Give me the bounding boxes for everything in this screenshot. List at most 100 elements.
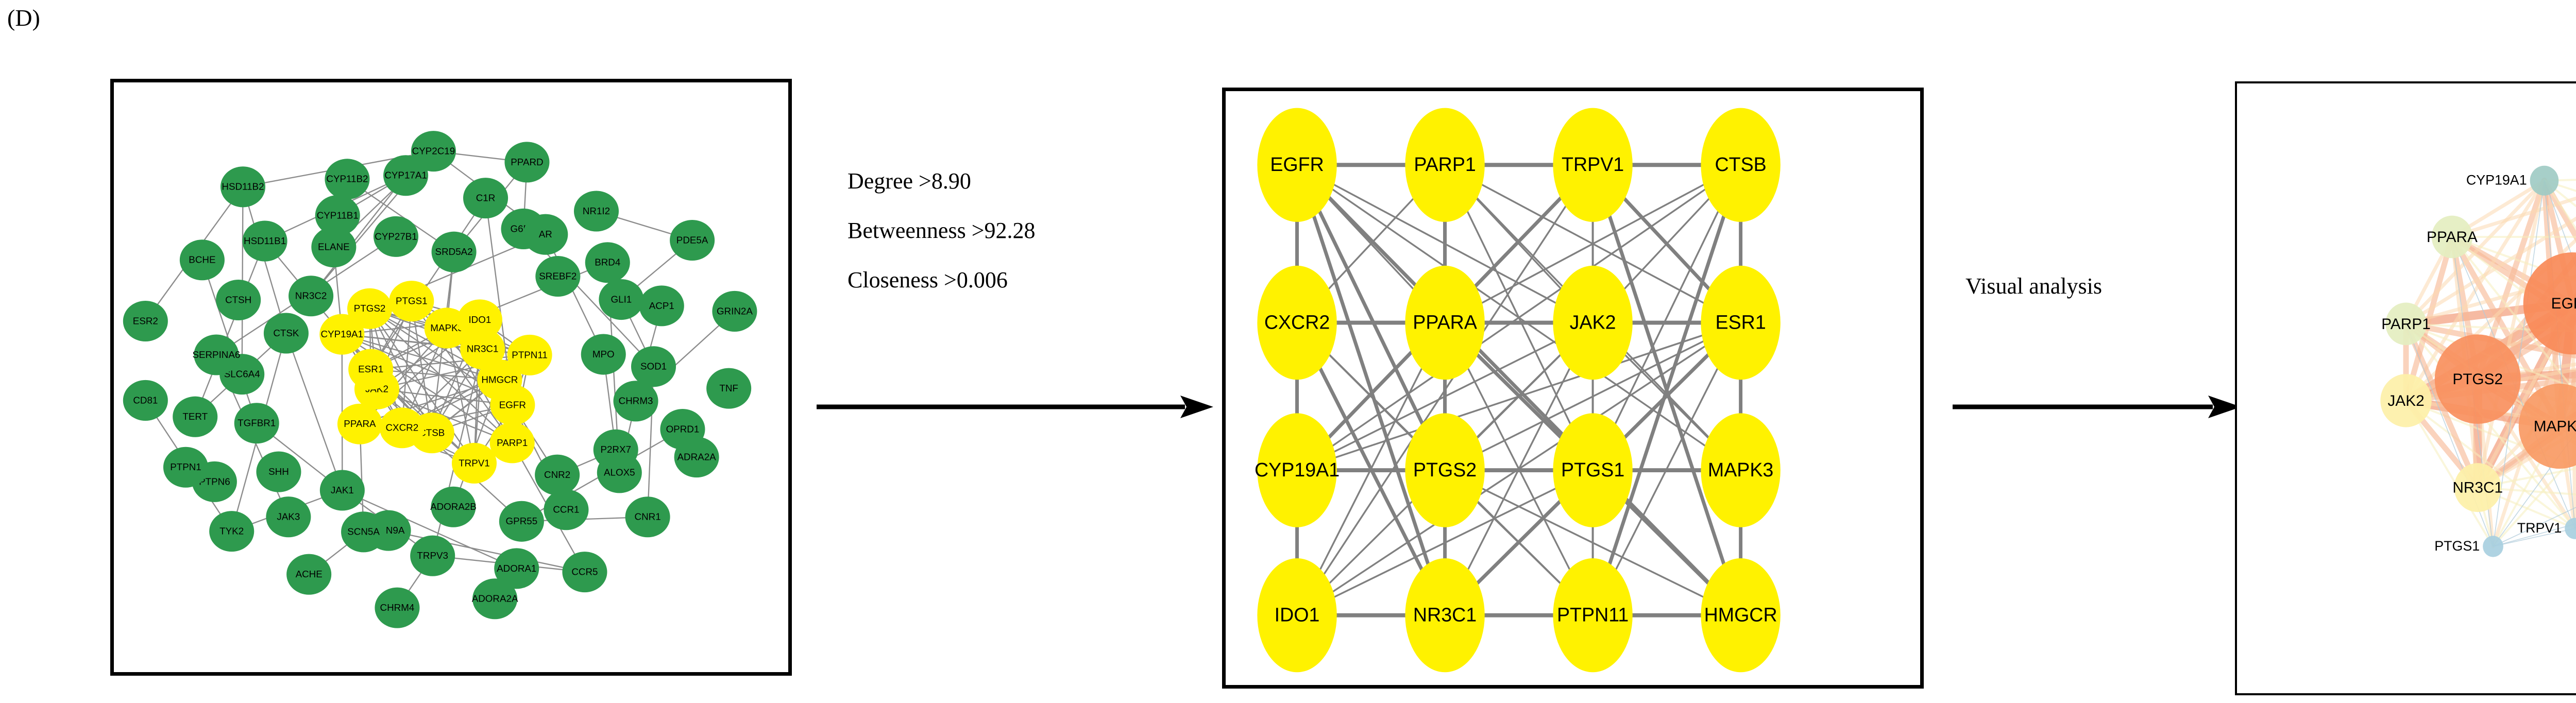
svg-text:CYP2C19: CYP2C19 — [412, 146, 455, 157]
svg-text:CCR5: CCR5 — [571, 567, 598, 577]
svg-text:TGFBR1: TGFBR1 — [238, 418, 276, 428]
ppi-node: TGFBR1 — [234, 403, 279, 444]
svg-text:C1R: C1R — [476, 193, 496, 203]
hub-node: PTGS1 — [1553, 413, 1633, 527]
svg-text:CYP17A1: CYP17A1 — [384, 170, 427, 181]
svg-text:MAPK3: MAPK3 — [1708, 459, 1773, 481]
svg-text:IDO1: IDO1 — [468, 314, 491, 325]
svg-text:PTGS1: PTGS1 — [2434, 538, 2480, 554]
vis-node: NR3C1 — [2452, 463, 2503, 512]
arrow-visual-analysis — [1953, 391, 2241, 422]
svg-text:HMGCR: HMGCR — [1704, 604, 1777, 626]
svg-text:PPARA: PPARA — [1413, 311, 1477, 333]
vis-node: EGFR — [2523, 252, 2576, 355]
ppi-node: TNF — [706, 368, 752, 409]
ppi-node: CTSK — [263, 313, 309, 354]
svg-text:TERT: TERT — [182, 411, 208, 422]
svg-text:TNF: TNF — [719, 383, 738, 393]
svg-text:ACHE: ACHE — [296, 569, 323, 579]
svg-text:MPO: MPO — [592, 349, 615, 359]
vis-node: MAPK3 — [2518, 383, 2576, 469]
visual-analysis-label: Visual analysis — [1965, 273, 2102, 299]
svg-text:ADORA1: ADORA1 — [497, 563, 536, 574]
ppi-node: CYP17A1 — [383, 155, 429, 196]
ppi-node: BCHE — [179, 239, 225, 281]
svg-text:PTGS2: PTGS2 — [1413, 459, 1477, 481]
svg-text:CXCR2: CXCR2 — [385, 422, 418, 433]
ppi-node: SRD5A2 — [431, 231, 477, 272]
ppi-node: CD81 — [123, 380, 168, 421]
ppi-network-panel: EGFRPARP1TRPV1CTSBCXCR2PPARAJAK2ESR1CYP1… — [110, 79, 792, 676]
visual-analysis-panel: EGFRPTGS2MAPK3ESR1JAK2NR3C1PARP1PPARACYP… — [2235, 81, 2576, 695]
ppi-node: CCR5 — [562, 552, 607, 593]
ppi-node: CYP11B1 — [315, 195, 360, 236]
svg-text:SRD5A2: SRD5A2 — [435, 246, 473, 257]
svg-text:ESR1: ESR1 — [358, 364, 383, 374]
svg-text:PTPN11: PTPN11 — [512, 349, 548, 360]
hub-node: NR3C1 — [1405, 558, 1485, 673]
svg-text:CTSK: CTSK — [273, 328, 299, 338]
svg-text:PTGS2: PTGS2 — [2452, 371, 2503, 388]
ppi-node: JAK1 — [319, 470, 365, 511]
ppi-node: TERT — [173, 396, 218, 437]
hub-node: TRPV1 — [1553, 108, 1633, 222]
hub-node: CYP19A1 — [1255, 413, 1340, 527]
arrow-screening — [817, 391, 1213, 422]
svg-text:SLC6A4: SLC6A4 — [224, 369, 260, 380]
svg-text:CNR1: CNR1 — [635, 511, 661, 522]
svg-text:PARP1: PARP1 — [497, 437, 528, 448]
svg-text:ADRA2A: ADRA2A — [677, 452, 717, 462]
ppi-node: CYP27B1 — [373, 216, 419, 257]
criterion-closeness: Closeness >0.006 — [848, 267, 1008, 293]
svg-text:SCN5A: SCN5A — [347, 526, 380, 537]
ppi-node: CTSH — [216, 279, 261, 320]
svg-text:JAK3: JAK3 — [277, 511, 300, 522]
ppi-node: ESR2 — [123, 300, 168, 342]
svg-text:CYP19A1: CYP19A1 — [2466, 173, 2527, 188]
svg-text:CYP19A1: CYP19A1 — [321, 329, 363, 339]
hub-node: PTPN11 — [1553, 558, 1633, 673]
ppi-node: JAK3 — [266, 496, 311, 538]
svg-text:PTPN1: PTPN1 — [170, 461, 201, 472]
svg-text:SOD1: SOD1 — [640, 361, 667, 372]
svg-text:MAPK3: MAPK3 — [430, 322, 463, 333]
svg-text:GPR55: GPR55 — [506, 516, 538, 526]
svg-text:CTSH: CTSH — [225, 294, 251, 305]
ppi-node: CHRM3 — [613, 381, 658, 422]
hub-node: ESR1 — [1701, 265, 1781, 380]
ppi-node: HSD11B2 — [220, 166, 266, 208]
svg-text:CD81: CD81 — [133, 395, 158, 405]
ppi-network-graphic: EGFRPARP1TRPV1CTSBCXCR2PPARAJAK2ESR1CYP1… — [123, 131, 757, 628]
svg-text:MAPK3: MAPK3 — [2534, 418, 2576, 435]
ppi-node: ADORA1 — [494, 548, 539, 589]
ppi-node: PTPN11 — [507, 334, 552, 375]
svg-text:NR3C1: NR3C1 — [2452, 479, 2503, 496]
ppi-node: C1R — [463, 178, 509, 219]
hub-node: CXCR2 — [1257, 265, 1337, 380]
svg-text:ELANE: ELANE — [318, 242, 350, 252]
ppi-node: ADORA2B — [430, 486, 477, 527]
svg-text:TYK2: TYK2 — [219, 526, 244, 537]
ppi-node: SHH — [256, 451, 301, 492]
svg-text:CYP11B2: CYP11B2 — [326, 174, 368, 184]
svg-text:BCHE: BCHE — [189, 254, 215, 265]
ppi-node: ELANE — [311, 227, 357, 268]
svg-text:BRD4: BRD4 — [595, 257, 620, 268]
svg-text:TRPV1: TRPV1 — [2517, 520, 2562, 536]
ppi-node: PDE5A — [670, 219, 715, 261]
svg-text:PARP1: PARP1 — [2381, 316, 2431, 333]
svg-text:IDO1: IDO1 — [1275, 604, 1320, 626]
ppi-node: HMGCR — [477, 359, 522, 401]
hub-node: PARP1 — [1405, 108, 1485, 222]
ppi-node: BRD4 — [585, 242, 630, 283]
ppi-node: SCN5A — [341, 511, 386, 553]
svg-text:P2RX7: P2RX7 — [600, 444, 631, 455]
ppi-node: GLI1 — [599, 279, 644, 320]
ppi-node: TYK2 — [209, 511, 255, 552]
criterion-degree: Degree >8.90 — [848, 168, 971, 194]
hub-node: HMGCR — [1701, 558, 1781, 673]
ppi-node: ALOX5 — [597, 452, 642, 493]
svg-text:CYP27B1: CYP27B1 — [375, 231, 417, 242]
